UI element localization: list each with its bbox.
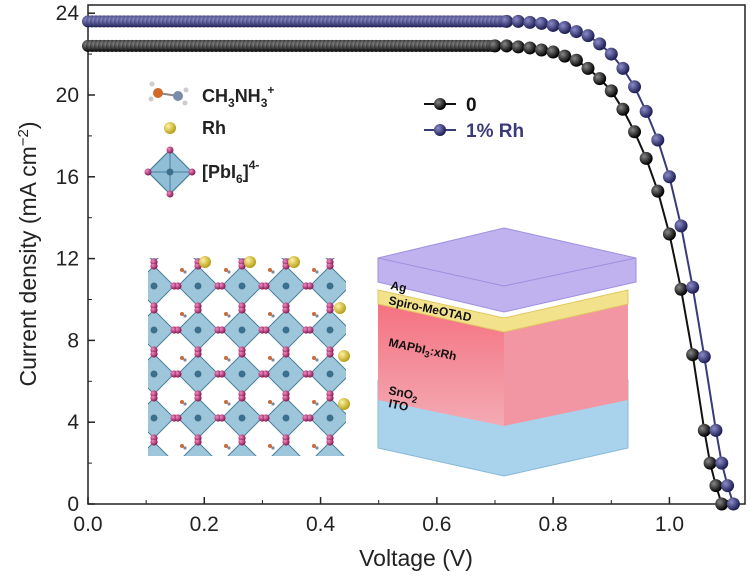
data-point [558,20,572,34]
data-point [628,125,642,139]
x-tick-label: 0.6 [422,513,451,536]
series-markers-1 [82,14,740,511]
data-point [651,133,665,147]
legend: 0 1% Rh [424,95,524,142]
data-point [674,282,688,296]
series-markers-0 [82,39,729,511]
data-point [726,497,740,511]
x-tick-label: 0.2 [190,513,219,536]
octahedron-icon [144,146,196,198]
data-point [558,49,572,63]
data-point [546,45,560,59]
legend-item-1: 1% Rh [424,121,524,142]
data-point [511,40,525,54]
y-tick-label: 8 [67,329,79,352]
data-point [500,39,514,53]
data-point [639,104,653,118]
data-point [581,29,595,43]
data-point [569,53,583,67]
data-point [616,102,630,116]
y-tick-label: 24 [56,2,80,25]
data-point [715,497,729,511]
ion-legend: CH3NH3+ Rh [PbI6]4- [144,81,274,198]
y-tick-label: 12 [56,248,79,271]
rh-label: Rh [202,118,226,138]
data-point [535,43,549,57]
data-point [616,61,630,75]
x-axis-ticks: 0.0 0.2 0.4 0.6 0.8 1.0 [73,497,729,536]
y-axis-label: Current density (mA cm−2) [15,121,41,386]
data-point [500,14,514,28]
data-point [593,72,607,86]
y-tick-label: 16 [56,166,79,189]
data-point [651,184,665,198]
device-stack-illustration: Ag Spiro-MeOTAD MAPbI3:xRh SnO2 ITO [377,227,637,477]
data-point [569,25,583,39]
data-point [546,18,560,32]
layer-label-ito: ITO [387,396,409,414]
data-point [715,456,729,470]
layer-label-ag: Ag [389,278,408,295]
x-tick-label: 1.0 [655,513,684,536]
methylammonium-icon [148,81,189,106]
data-point [697,350,711,364]
legend-item-0: 0 [424,95,477,116]
perovskite-lattice-illustration [148,256,350,456]
data-point [523,15,537,29]
x-tick-label: 0.8 [539,513,568,536]
data-point [488,39,502,53]
data-point [604,84,618,98]
svg-text:1% Rh: 1% Rh [466,121,524,142]
data-point [523,41,537,55]
data-point [593,37,607,51]
data-point [721,479,735,493]
y-tick-label: 0 [67,493,79,516]
data-point [535,16,549,30]
octahedron-label: [PbI6]4- [202,158,259,186]
data-point [709,479,723,493]
data-point [639,151,653,165]
data-point [662,227,676,241]
data-point [628,80,642,94]
plot-frame [87,4,746,505]
methylammonium-label: CH3NH3+ [202,83,274,110]
rh-icon [164,122,176,134]
x-tick-label: 0.4 [306,513,336,536]
series-layer [82,14,740,511]
y-axis-ticks: 0 4 8 12 16 20 24 [56,2,95,516]
x-axis-label: Voltage (V) [359,545,473,571]
data-point [709,423,723,437]
data-point [604,47,618,61]
data-point [581,61,595,75]
data-point [662,170,676,184]
y-tick-label: 20 [56,84,79,107]
data-point [511,14,525,28]
y-tick-label: 4 [67,411,79,434]
data-point [674,219,688,233]
data-point [703,456,717,470]
data-point [686,348,700,362]
x-tick-label: 0.0 [73,513,102,536]
layer-label-etl: SnO2 [387,383,419,405]
data-point [697,423,711,437]
svg-text:0: 0 [466,95,477,116]
data-point [686,280,700,294]
